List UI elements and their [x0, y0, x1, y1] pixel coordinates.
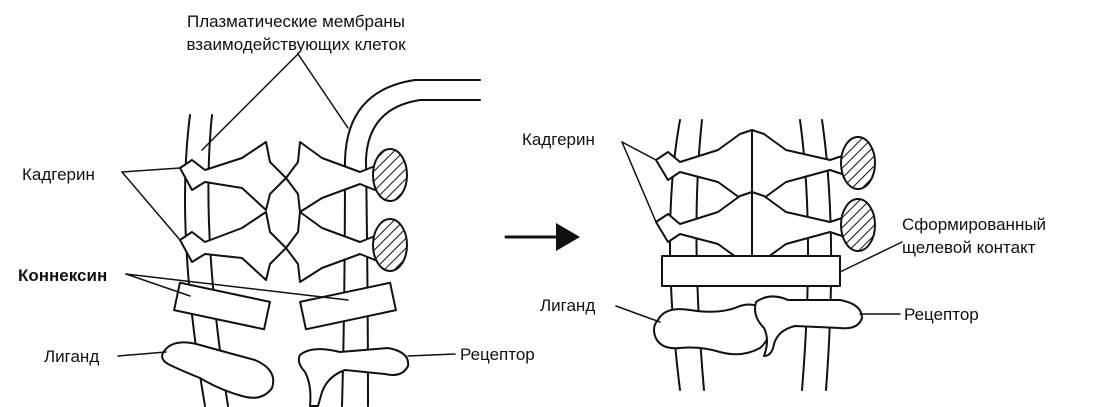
- ligand-label-left: Лиганд: [44, 347, 99, 366]
- receptor-label-right: Рецептор: [904, 305, 979, 324]
- cadherin-label-right: Кадгерин: [522, 130, 595, 149]
- left-receptor: [299, 348, 408, 406]
- connexin-label: Коннексин: [18, 266, 107, 285]
- right-anchor-upper: [841, 137, 875, 189]
- right-cadherin-upper: [656, 130, 875, 202]
- right-cadherin-lower: [656, 192, 875, 264]
- right-panel: [654, 120, 875, 390]
- transition-arrow: [506, 223, 580, 251]
- right-gap-junction: [662, 256, 840, 286]
- left-anchor-upper: [373, 149, 407, 201]
- gap-junction-label-line1: Сформированный: [902, 215, 1046, 234]
- left-connexin-b: [300, 283, 396, 330]
- right-ligand: [654, 305, 770, 355]
- left-panel: [162, 80, 480, 406]
- labels: Плазматические мембраны взаимодействующи…: [18, 12, 1046, 366]
- ligand-label-right: Лиганд: [540, 296, 595, 315]
- left-cadherin-lower: [180, 212, 407, 282]
- right-receptor: [755, 296, 862, 356]
- left-cadherin-upper: [180, 142, 407, 212]
- left-ligand: [162, 342, 273, 397]
- membranes-label-line1: Плазматические мембраны: [187, 12, 405, 31]
- receptor-label-left: Рецептор: [460, 345, 535, 364]
- membranes-label-line2: взаимодействующих клеток: [186, 35, 406, 54]
- right-anchor-lower: [841, 199, 875, 251]
- left-anchor-lower: [373, 219, 407, 271]
- cadherin-label-left: Кадгерин: [22, 165, 95, 184]
- gap-junction-label-line2: щелевой контакт: [902, 238, 1036, 257]
